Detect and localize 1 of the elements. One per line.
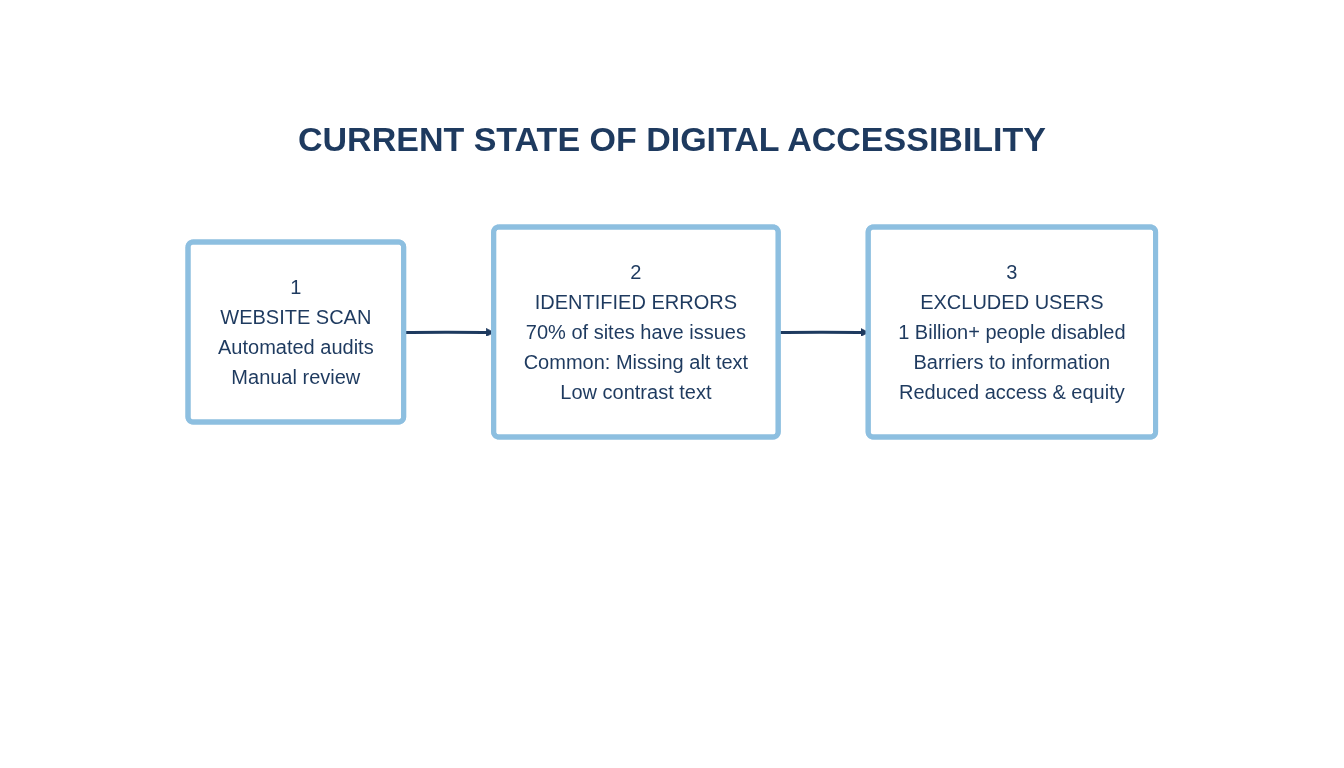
diagram-title: CURRENT STATE OF DIGITAL ACCESSIBILITY — [297, 120, 1047, 159]
